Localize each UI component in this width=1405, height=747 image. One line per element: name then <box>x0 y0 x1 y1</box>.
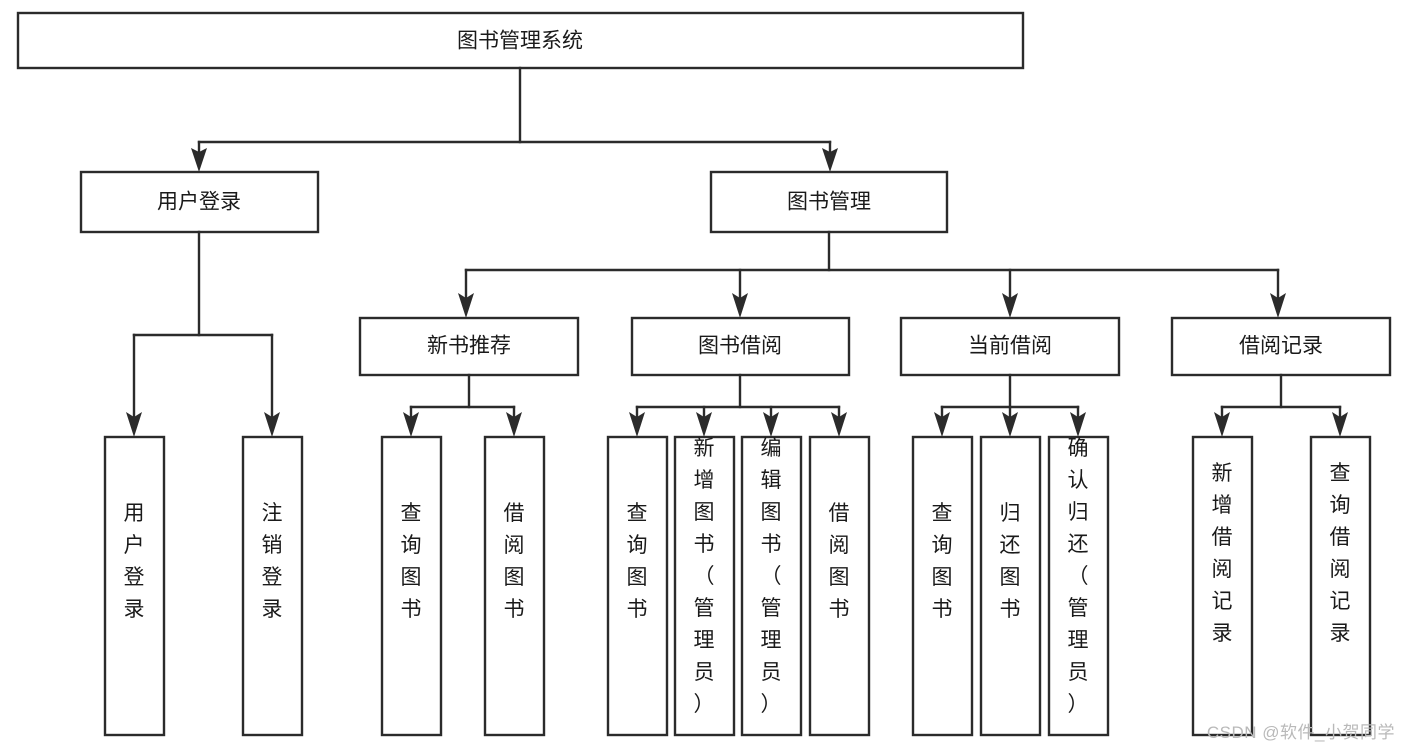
leaf-borrow-record-0-box[interactable] <box>1191 435 1254 737</box>
leaf-book-borrow-2-box[interactable] <box>740 435 803 737</box>
arrowhead-l3-2 <box>1002 293 1018 318</box>
node-root-label: 图书管理系统 <box>457 30 583 53</box>
leaf-borrow-record-0-label: 新增借阅记录 <box>1212 462 1233 645</box>
leaf-borrow-record-1-box[interactable] <box>1309 435 1372 737</box>
arrowhead-book-manage <box>822 148 838 172</box>
node-user-login-box[interactable] <box>79 170 320 234</box>
node-new-book-recommend-box[interactable] <box>358 316 580 377</box>
leaf-user-login-0-box[interactable] <box>103 435 166 737</box>
node-borrow-record[interactable]: 借阅记录 <box>1170 316 1392 377</box>
node-book-borrow[interactable]: 图书借阅 <box>630 316 851 377</box>
leaf-current-borrow-2[interactable]: 确认归还（管理员） <box>1047 435 1110 737</box>
leaf-current-borrow-0-label: 查询图书 <box>932 502 953 621</box>
leaf-new-book-0[interactable]: 查询图书 <box>380 435 443 737</box>
csdn-watermark: CSDN @软件_小贺同学 <box>1206 723 1395 742</box>
leaf-borrow-record-1[interactable]: 查询借阅记录 <box>1309 435 1372 737</box>
arrowhead-current-borrow-leaf-1 <box>1002 412 1018 437</box>
leaf-user-login-0[interactable]: 用户登录 <box>103 435 166 737</box>
arrowhead-l3-0 <box>458 293 474 318</box>
node-book-manage-box[interactable] <box>709 170 949 234</box>
node-root[interactable]: 图书管理系统 <box>16 11 1025 70</box>
leaf-new-book-1-box[interactable] <box>483 435 546 737</box>
node-new-book-recommend[interactable]: 新书推荐 <box>358 316 580 377</box>
leaf-book-borrow-0-box[interactable] <box>606 435 669 737</box>
leaf-user-login-1-box[interactable] <box>241 435 304 737</box>
arrowhead-l3-1 <box>732 293 748 318</box>
node-book-manage-label: 图书管理 <box>787 191 871 214</box>
leaf-current-borrow-2-label: 确认归还（管理员） <box>1068 437 1089 716</box>
arrowhead-current-borrow-leaf-2 <box>1070 412 1086 437</box>
leaf-new-book-0-label: 查询图书 <box>401 502 422 621</box>
arrowhead-user-login-leaf-0 <box>126 412 142 437</box>
leaf-user-login-1[interactable]: 注销登录 <box>241 435 304 737</box>
arrowhead-borrow-record-leaf-1 <box>1332 412 1348 437</box>
leaf-book-borrow-3[interactable]: 借阅图书 <box>808 435 871 737</box>
node-borrow-record-label: 借阅记录 <box>1239 335 1323 358</box>
node-book-borrow-label: 图书借阅 <box>698 335 782 358</box>
leaf-current-borrow-1-label: 归还图书 <box>1000 502 1021 621</box>
node-new-book-recommend-label: 新书推荐 <box>427 335 511 358</box>
leaf-new-book-0-box[interactable] <box>380 435 443 737</box>
arrowhead-user-login-leaf-1 <box>264 412 280 437</box>
leaf-new-book-1-label: 借阅图书 <box>504 502 525 621</box>
leaf-user-login-1-label: 注销登录 <box>262 502 283 621</box>
leaf-book-borrow-3-label: 借阅图书 <box>829 502 850 621</box>
arrowhead-new-book-leaf-1 <box>506 412 522 437</box>
node-user-login-label: 用户登录 <box>157 191 241 214</box>
arrowhead-l3-3 <box>1270 293 1286 318</box>
arrowhead-book-borrow-leaf-0 <box>629 412 645 437</box>
node-current-borrow[interactable]: 当前借阅 <box>899 316 1121 377</box>
leaf-book-borrow-1-label: 新增图书（管理员） <box>694 437 715 716</box>
arrowhead-book-borrow-leaf-3 <box>831 412 847 437</box>
arrowhead-book-borrow-leaf-2 <box>763 412 779 437</box>
leaf-user-login-0-label: 用户登录 <box>124 502 145 621</box>
leaf-book-borrow-0-label: 查询图书 <box>627 502 648 621</box>
arrowhead-new-book-leaf-0 <box>403 412 419 437</box>
leaf-borrow-record-1-label: 查询借阅记录 <box>1330 462 1351 645</box>
leaf-book-borrow-2[interactable]: 编辑图书（管理员） <box>740 435 803 737</box>
arrowhead-current-borrow-leaf-0 <box>934 412 950 437</box>
leaf-current-borrow-1[interactable]: 归还图书 <box>979 435 1042 737</box>
leaf-book-borrow-2-label: 编辑图书（管理员） <box>761 437 782 716</box>
leaf-borrow-record-0[interactable]: 新增借阅记录 <box>1191 435 1254 737</box>
node-book-borrow-box[interactable] <box>630 316 851 377</box>
arrowhead-user-login <box>191 148 207 172</box>
node-current-borrow-label: 当前借阅 <box>968 335 1052 358</box>
node-user-login[interactable]: 用户登录 <box>79 170 320 234</box>
node-current-borrow-box[interactable] <box>899 316 1121 377</box>
leaf-new-book-1[interactable]: 借阅图书 <box>483 435 546 737</box>
leaf-book-borrow-1-box[interactable] <box>673 435 736 737</box>
node-root-box[interactable] <box>16 11 1025 70</box>
leaf-current-borrow-0-box[interactable] <box>911 435 974 737</box>
node-book-manage[interactable]: 图书管理 <box>709 170 949 234</box>
leaf-book-borrow-0[interactable]: 查询图书 <box>606 435 669 737</box>
leaf-current-borrow-1-box[interactable] <box>979 435 1042 737</box>
leaf-current-borrow-2-box[interactable] <box>1047 435 1110 737</box>
arrowhead-book-borrow-leaf-1 <box>696 412 712 437</box>
leaf-book-borrow-1[interactable]: 新增图书（管理员） <box>673 435 736 737</box>
leaf-book-borrow-3-box[interactable] <box>808 435 871 737</box>
leaf-current-borrow-0[interactable]: 查询图书 <box>911 435 974 737</box>
arrowhead-borrow-record-leaf-0 <box>1214 412 1230 437</box>
